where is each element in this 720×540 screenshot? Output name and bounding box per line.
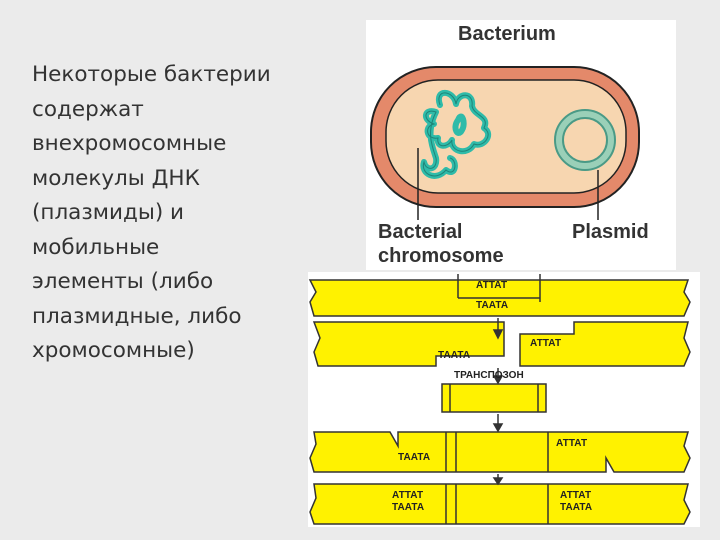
plasmid-label: Plasmid — [572, 221, 649, 243]
dna-strand-2-right — [519, 321, 691, 367]
slide-body-text: Некоторые бактерии содержат внехромосомн… — [32, 62, 271, 363]
seq-label-r3-left: ТААТА — [398, 452, 430, 463]
cell-cytoplasm — [385, 79, 627, 194]
seq-label-r1-top: АТТАТ — [476, 280, 507, 291]
dna-strand-2-left — [312, 321, 505, 367]
dna-strand-4 — [309, 483, 691, 525]
chromosome-label: Bacterial — [378, 221, 463, 243]
seq-label-r4-right-bottom: ТААТА — [560, 502, 592, 513]
seq-label-r3-right: АТТАТ — [556, 438, 587, 449]
transposon-diagram: АТТАТ ТААТА ТААТА АТТАТ ТРАНСПОЗОН ТААТА… — [308, 272, 700, 527]
bacterial-chromosome-dna-outline — [422, 92, 489, 177]
transposon-label: ТРАНСПОЗОН — [454, 370, 524, 381]
seq-label-r4-left-bottom: ТААТА — [392, 502, 424, 513]
bacterium-diagram: Bacterium Bacterial chromosome Plasmid — [366, 20, 676, 270]
dna-strand-3 — [309, 431, 691, 473]
seq-label-r4-left-top: АТТАТ — [392, 490, 423, 501]
plasmid-ring-inner — [556, 111, 614, 169]
seq-label-r2-left: ТААТА — [438, 350, 470, 361]
bacterium-title: Bacterium — [458, 23, 556, 45]
seq-label-r4-right-top: АТТАТ — [560, 490, 591, 501]
transposon-block — [441, 383, 547, 413]
seq-label-r2-right: АТТАТ — [530, 338, 561, 349]
seq-label-r1-bottom: ТААТА — [476, 300, 508, 311]
chromosome-label-line2: chromosome — [378, 245, 504, 267]
